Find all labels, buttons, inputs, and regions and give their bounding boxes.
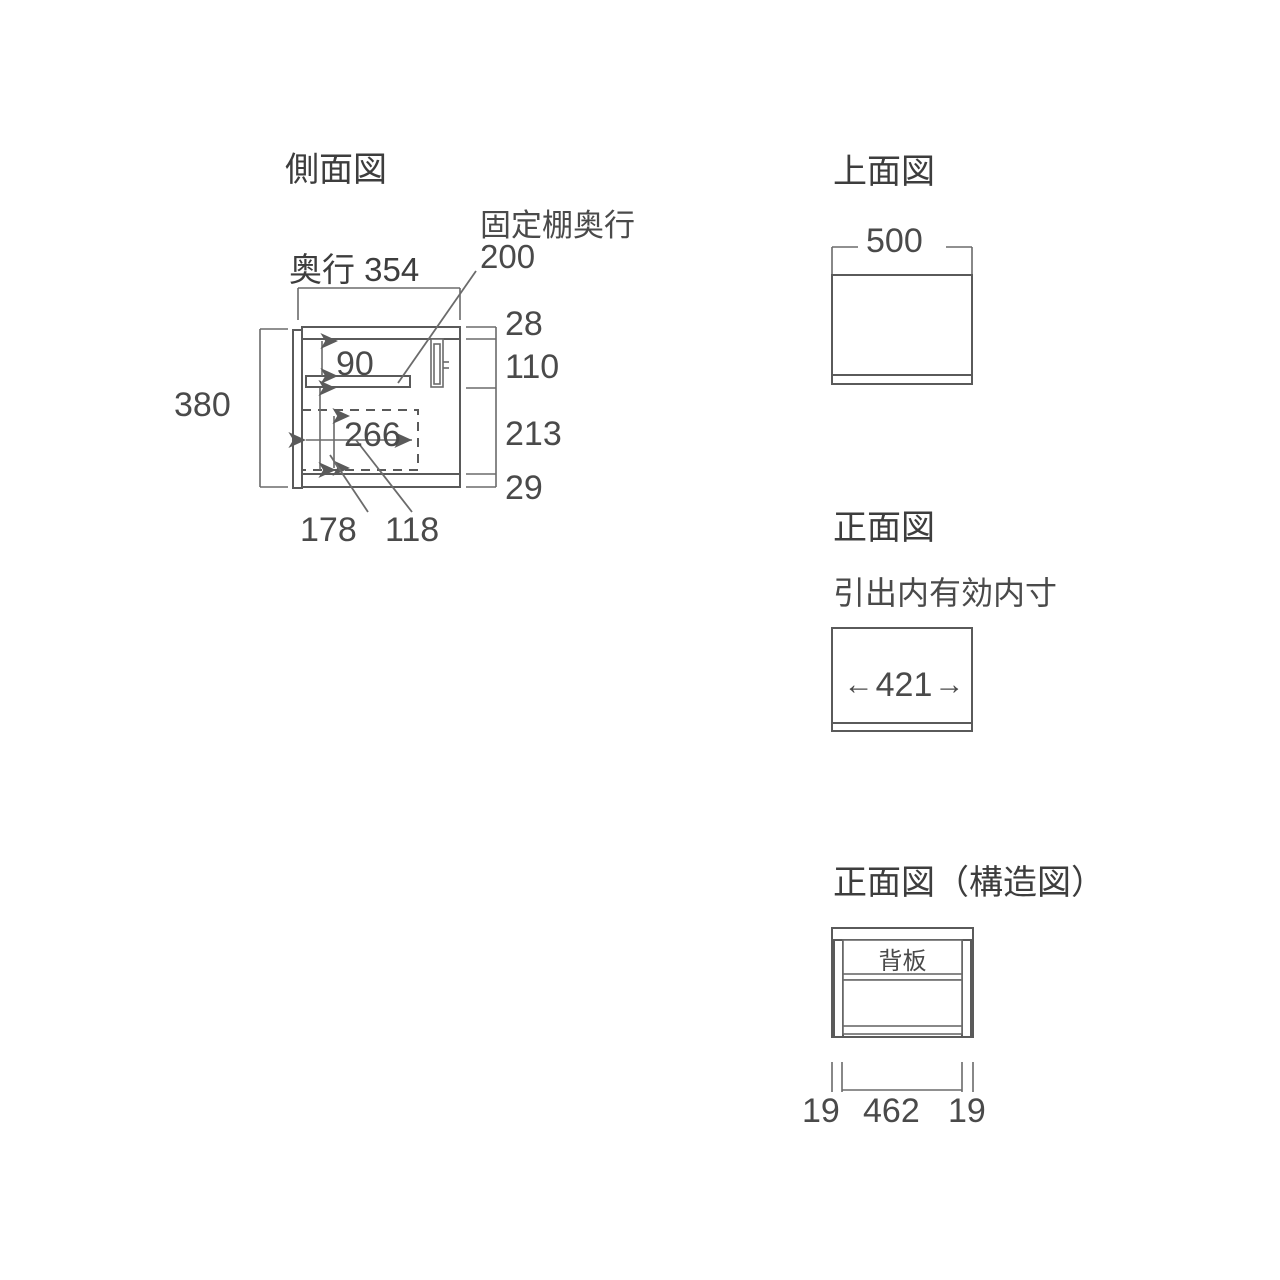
side-view-depth-label: 奥行 354 <box>289 251 420 288</box>
side-view-dim-178-label: 178 <box>300 511 357 549</box>
structure-view-title: 正面図（構造図） <box>833 864 1105 902</box>
side-view-fixed-shelf-value: 200 <box>480 238 536 275</box>
side-view-dim-90-label: 90 <box>336 345 374 383</box>
front-view-title: 正面図 <box>833 509 935 547</box>
side-view-fixed-shelf-label: 固定棚奥行 <box>480 208 635 243</box>
side-view-title: 側面図 <box>285 151 387 189</box>
front-view-inner-width: ← 421 → <box>838 668 970 702</box>
side-view-group <box>259 270 497 513</box>
side-view-cabinet <box>292 326 461 489</box>
top-view-group <box>831 246 973 385</box>
top-view-title: 上面図 <box>833 153 935 191</box>
structure-view-dim-462: 462 <box>863 1092 920 1130</box>
arrow-left-icon: ← <box>843 668 874 701</box>
side-view-dim-118-label: 118 <box>385 511 440 549</box>
top-view-width-label: 500 <box>866 222 923 260</box>
side-view-chain-28: 28 <box>505 305 543 343</box>
side-view-chain-29: 29 <box>505 469 543 507</box>
side-view-dim-266-label: 266 <box>344 416 401 454</box>
side-view-depth-bracket <box>297 287 461 320</box>
side-view-right-chain <box>466 326 497 488</box>
side-view-leaders <box>329 270 477 513</box>
arrow-right-icon: → <box>934 668 965 701</box>
front-view-inner-width-value: 421 <box>875 666 933 704</box>
front-view-group <box>831 627 973 732</box>
structure-view-dim-19-right: 19 <box>948 1092 986 1130</box>
structure-view-dim-19-left: 19 <box>802 1092 840 1130</box>
front-view-subtitle: 引出内有効内寸 <box>833 575 1058 611</box>
structure-view-back-panel-label: 背板 <box>878 948 927 975</box>
side-view-height-bracket <box>259 328 288 488</box>
side-view-chain-110: 110 <box>505 348 560 386</box>
side-view-height-total: 380 <box>174 386 231 424</box>
side-view-chain-213: 213 <box>505 415 562 453</box>
structure-view-group <box>831 927 974 1092</box>
